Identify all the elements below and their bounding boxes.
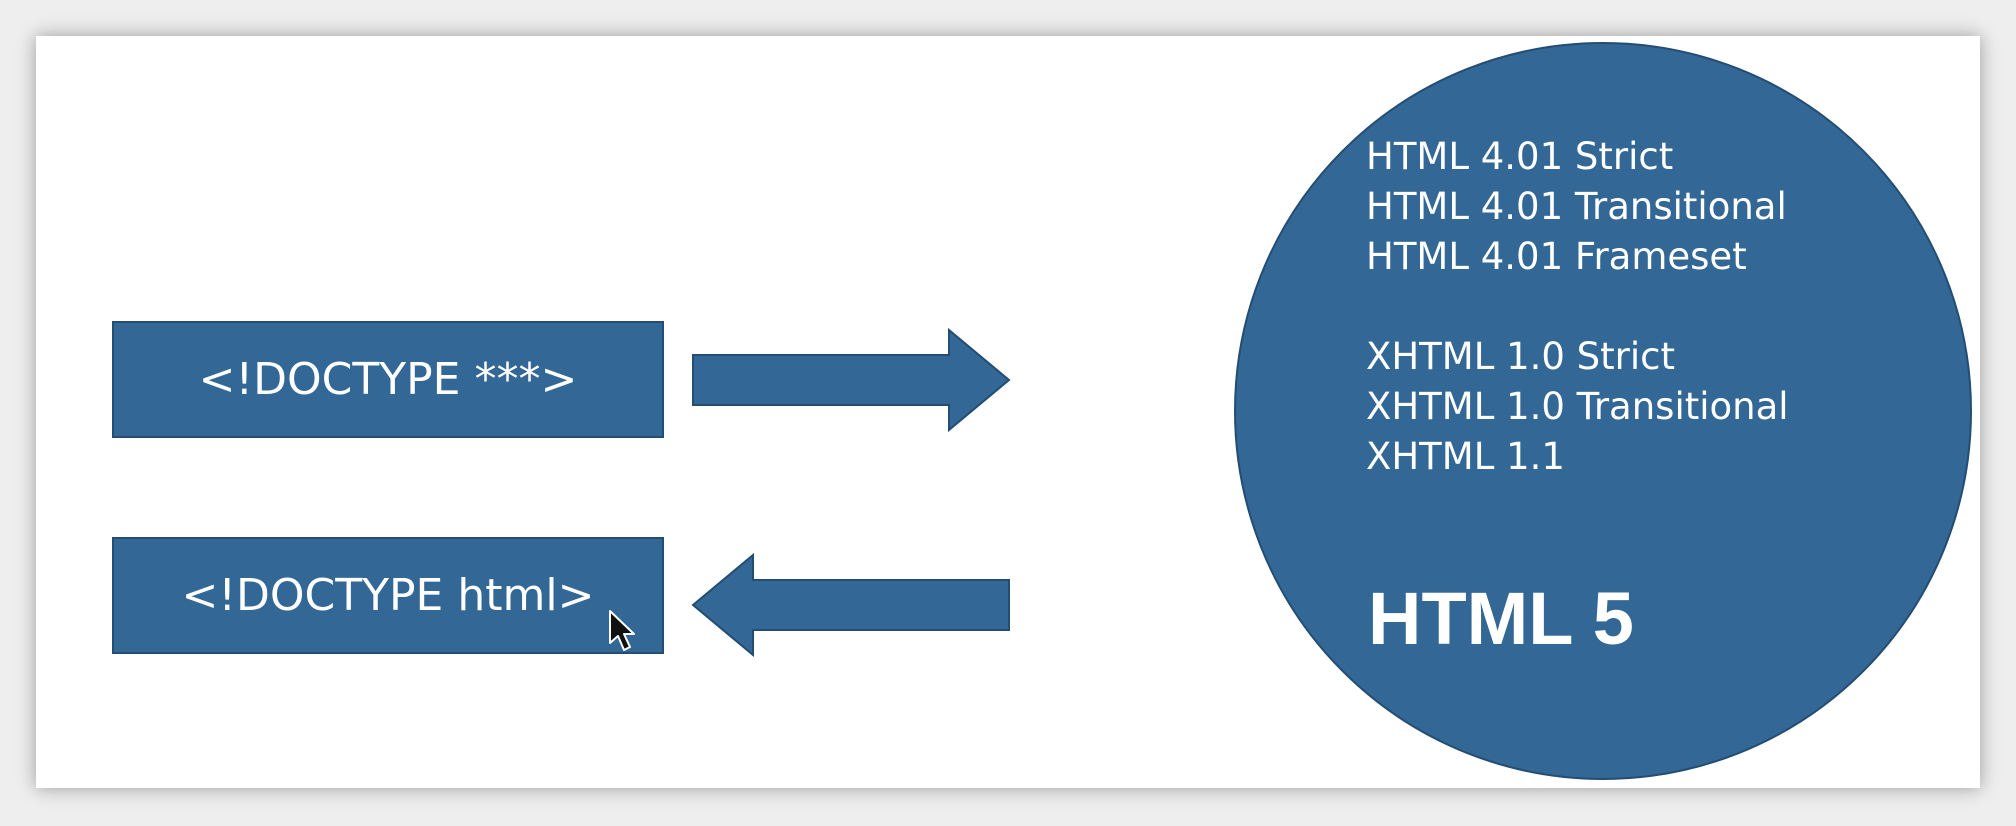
html5-heading: HTML 5 (1368, 577, 1634, 660)
version-item-xhtml10-strict: XHTML 1.0 Strict (1366, 335, 1676, 378)
version-item-xhtml11: XHTML 1.1 (1366, 435, 1565, 478)
arrow-right-icon (692, 328, 1011, 432)
legacy-doctype-label: <!DOCTYPE ***> (198, 354, 578, 405)
versions-list: HTML 4.01 Strict HTML 4.01 Transitional … (1366, 132, 1789, 482)
mouse-pointer-icon (609, 610, 635, 651)
arrow-left-icon (691, 553, 1010, 657)
html5-doctype-box: <!DOCTYPE html> (112, 537, 664, 654)
version-item-html401-transitional: HTML 4.01 Transitional (1366, 185, 1787, 228)
version-item-html401-strict: HTML 4.01 Strict (1366, 135, 1674, 178)
version-item-xhtml10-transitional: XHTML 1.0 Transitional (1366, 385, 1789, 428)
version-list-spacer (1366, 282, 1789, 332)
legacy-doctype-box: <!DOCTYPE ***> (112, 321, 664, 438)
version-item-html401-frameset: HTML 4.01 Frameset (1366, 235, 1747, 278)
html5-doctype-label: <!DOCTYPE html> (181, 570, 595, 621)
versions-circle (1234, 42, 1972, 780)
slide: <!DOCTYPE ***> <!DOCTYPE html> HTML 4.01… (36, 36, 1980, 788)
